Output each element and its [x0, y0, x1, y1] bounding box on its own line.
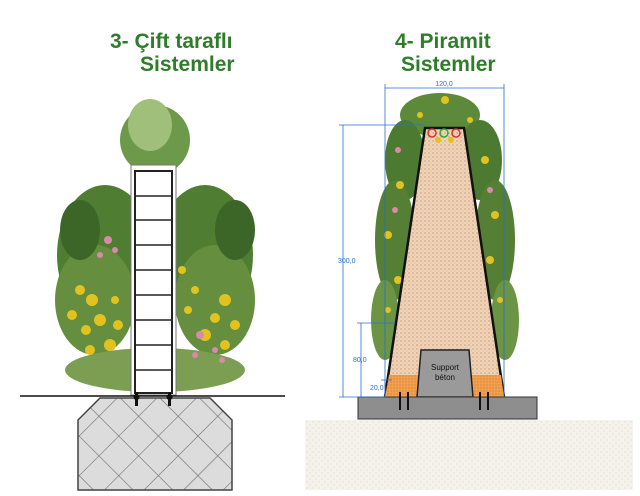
right-ground: [305, 420, 633, 490]
right-anchors: [399, 392, 489, 410]
right-title-line2: Sistemler: [401, 53, 496, 76]
left-ladder-rungs: [135, 195, 172, 371]
left-diagram: [20, 99, 285, 491]
dim-total-height: 300,0: [338, 258, 356, 265]
right-pink-flowers: [392, 147, 493, 213]
left-title-line2: Sistemler: [140, 53, 235, 76]
left-anchors: [133, 392, 173, 406]
right-title-line1: 4- Piramit: [395, 30, 491, 53]
support-label-line2: béton: [435, 373, 455, 382]
left-pink-flowers: [97, 236, 225, 363]
left-title-line1: 3- Çift taraflı: [110, 30, 233, 53]
base-slab: [357, 396, 538, 420]
right-yellow-flowers: [384, 96, 503, 313]
left-foundation: [77, 397, 233, 491]
dim-top-width: 120,0: [435, 81, 453, 88]
dim-base-height: 20,0: [370, 385, 384, 392]
dimension-lines: [339, 84, 505, 398]
dim-lower-height: 80,0: [353, 357, 367, 364]
left-ladder: [134, 170, 173, 394]
right-diagram: Support béton 120,0 3: [305, 81, 633, 490]
pyramid-top-plants: [427, 128, 461, 143]
left-yellow-flowers: [67, 266, 240, 355]
support-label-line1: Support: [431, 363, 460, 372]
